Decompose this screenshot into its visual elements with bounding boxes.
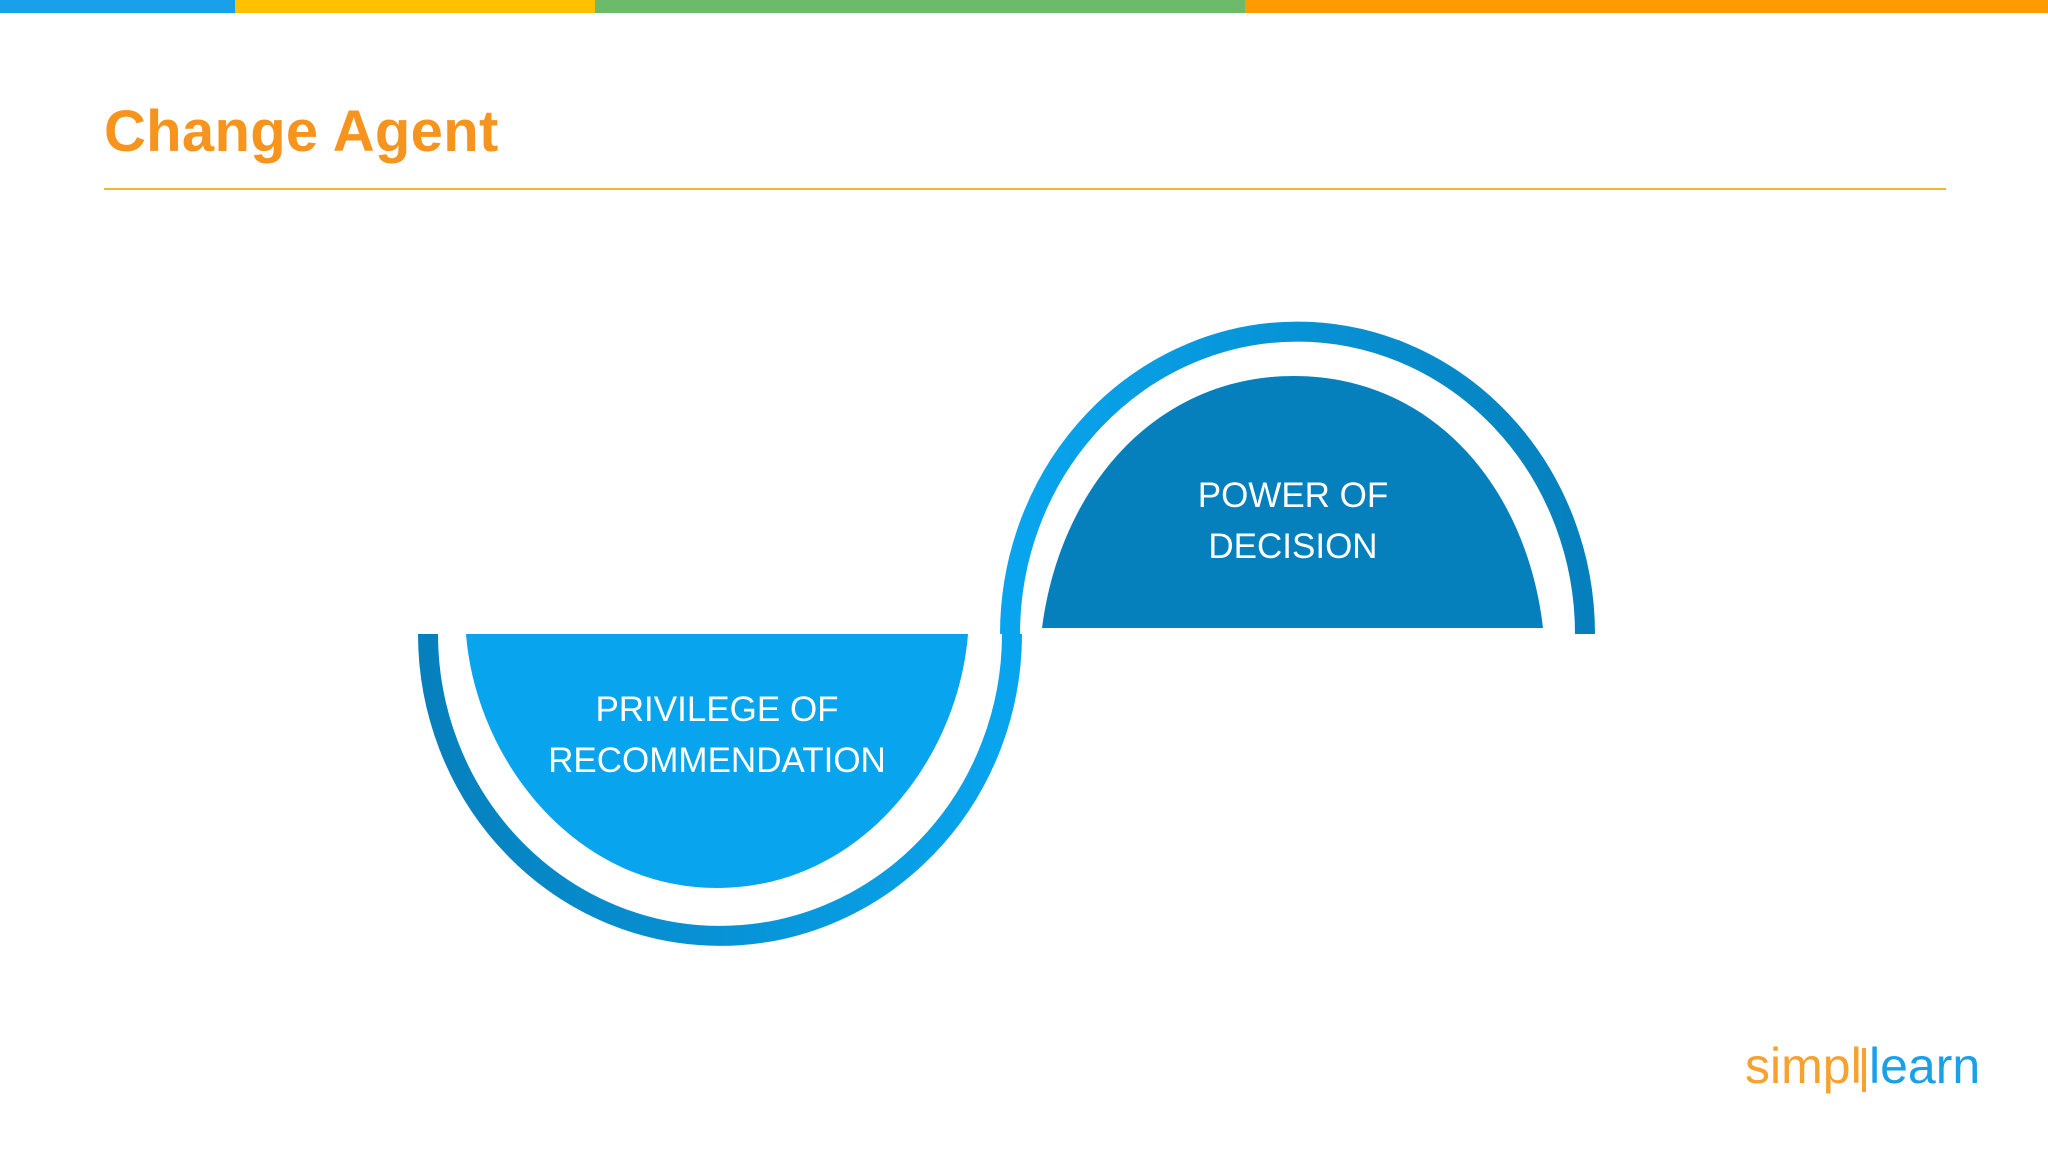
top-color-bar <box>0 0 2048 13</box>
logo-text-simpl: simpl <box>1745 1038 1862 1094</box>
left-shape-label-line-1: PRIVILEGE OF <box>595 690 838 729</box>
right-half-shape <box>1042 376 1543 628</box>
right-outer-arc <box>1000 321 1595 635</box>
right-shape-label-line-1: POWER OF <box>1198 476 1389 515</box>
page-title: Change Agent <box>104 99 499 164</box>
top-bar-segment-green <box>595 0 1245 13</box>
right-shape-label-line-2: DECISION <box>1208 527 1377 566</box>
left-outer-arc <box>418 633 1022 946</box>
top-bar-segment-orange <box>1245 0 2048 13</box>
left-half-shape <box>466 634 968 888</box>
left-shape-label-line-2: RECOMMENDATION <box>548 741 886 780</box>
top-bar-segment-blue <box>0 0 235 13</box>
logo-divider-mark <box>1862 1048 1866 1092</box>
simplilearn-logo: simpl learn <box>1745 1038 1980 1094</box>
logo-text-learn: learn <box>1869 1038 1980 1094</box>
top-bar-segment-yellow <box>235 0 595 13</box>
title-divider <box>104 188 1946 190</box>
